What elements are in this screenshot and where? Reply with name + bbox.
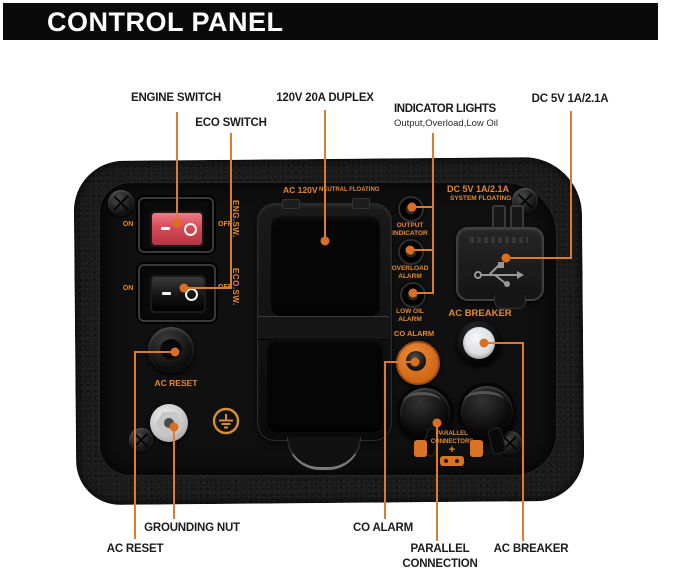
overload-alarm-light bbox=[398, 239, 424, 265]
label-ac-breaker: AC BREAKER bbox=[493, 543, 569, 555]
callout-dot bbox=[179, 283, 189, 293]
label-duplex: 120V 20A DUPLEX bbox=[276, 92, 374, 104]
callout-line-dc bbox=[506, 257, 572, 259]
label-eco-switch: ECO SWITCH bbox=[195, 117, 267, 129]
label-parallel-line2: CONNECTION bbox=[402, 558, 478, 570]
label-indicator-lights-sub: Output,Overload,Low Oil bbox=[394, 118, 499, 129]
callout-line-indicators bbox=[413, 206, 434, 208]
ground-icon bbox=[212, 407, 240, 435]
label-dc: DC 5V 1A/2.1A bbox=[531, 93, 609, 105]
system-floating-print: SYSTEM FLOATING bbox=[450, 195, 512, 202]
engine-off-label: OFF bbox=[218, 221, 232, 228]
callout-dot bbox=[407, 202, 417, 212]
label-co-alarm: CO ALARM bbox=[353, 522, 413, 534]
eco-on-label: ON bbox=[122, 285, 134, 292]
rocker-on-symbol bbox=[162, 292, 171, 295]
co-alarm-print: CO ALARM bbox=[393, 329, 435, 338]
parallel-print-line2: CONNECTORS bbox=[430, 439, 474, 445]
callout-line-ac-breaker bbox=[522, 342, 524, 541]
plus-sign: + bbox=[448, 444, 456, 456]
engine-on-label: ON bbox=[122, 221, 134, 228]
inverter-icon bbox=[414, 440, 427, 457]
callout-dot bbox=[405, 245, 415, 255]
callout-dot bbox=[479, 338, 489, 348]
callout-dot bbox=[408, 288, 418, 298]
label-grounding-nut: GROUNDING NUT bbox=[144, 522, 240, 534]
grounding-nut-hole bbox=[164, 418, 174, 428]
callout-dot bbox=[169, 422, 179, 432]
parallel-print-line1: PARALLEL bbox=[436, 431, 468, 437]
callout-dot bbox=[432, 418, 442, 428]
knob-bail-handle bbox=[403, 392, 441, 411]
rocker-on-symbol bbox=[161, 227, 170, 230]
screw-icon bbox=[108, 190, 134, 216]
label-indicator-lights: INDICATOR LIGHTS bbox=[394, 103, 496, 115]
engine-switch-side-label: ENG.SW. bbox=[231, 200, 240, 238]
usb-cover-emboss bbox=[470, 237, 528, 243]
callout-dot bbox=[172, 218, 182, 228]
callout-line-indicators bbox=[432, 133, 434, 294]
callout-line-co-alarm bbox=[384, 361, 386, 519]
callout-dot bbox=[170, 347, 180, 357]
outlet-hinge-clip bbox=[282, 199, 300, 209]
label-engine-switch: ENGINE SWITCH bbox=[130, 92, 222, 104]
rocker-off-symbol bbox=[185, 288, 198, 301]
callout-dot bbox=[410, 357, 420, 367]
rocker-off-symbol bbox=[184, 223, 197, 236]
callout-line-engine-switch bbox=[176, 112, 178, 222]
outlet-bottom-window bbox=[267, 338, 383, 432]
usb-icon bbox=[474, 262, 524, 287]
callout-line-eco-switch bbox=[183, 287, 232, 289]
callout-line-duplex bbox=[324, 110, 326, 241]
callout-line-dc bbox=[570, 111, 572, 258]
callout-line-ac-breaker bbox=[484, 342, 524, 344]
usb-port-cover[interactable] bbox=[456, 227, 544, 301]
co-alarm-button[interactable] bbox=[396, 341, 440, 385]
knob-bail-handle bbox=[464, 391, 504, 410]
outlet-hinge-clip bbox=[352, 198, 370, 209]
eco-switch[interactable] bbox=[150, 275, 206, 313]
inverter-icon bbox=[470, 440, 483, 457]
callout-line-indicators bbox=[411, 249, 434, 251]
page-title: CONTROL PANEL bbox=[47, 7, 284, 37]
callout-line-parallel bbox=[436, 423, 438, 541]
ac-120v-print: AC 120V bbox=[283, 185, 318, 195]
neutral-floating-print: NEUTRAL FLOATING bbox=[319, 187, 380, 193]
callout-line-ac-reset bbox=[134, 351, 136, 539]
callout-line-ac-reset bbox=[135, 351, 175, 353]
battery-icon bbox=[440, 456, 464, 466]
ac-reset-print: AC RESET bbox=[154, 378, 198, 388]
callout-line-grounding-nut bbox=[173, 427, 175, 519]
dc-5v-print: DC 5V 1A/2.1A bbox=[447, 184, 510, 194]
ac-breaker-print: AC BREAKER bbox=[448, 308, 512, 319]
label-ac-reset: AC RESET bbox=[106, 543, 164, 555]
title-bar: CONTROL PANEL bbox=[3, 3, 658, 40]
screw-icon bbox=[129, 428, 153, 452]
eco-switch-side-label: ECO.SW. bbox=[231, 268, 240, 306]
label-parallel-line1: PARALLEL bbox=[410, 543, 470, 555]
callout-line-co-alarm bbox=[385, 361, 415, 363]
outlet-flap-ridge bbox=[258, 316, 389, 340]
usb-cover-tab bbox=[494, 295, 526, 309]
callout-line-indicators bbox=[414, 292, 434, 294]
callout-dot bbox=[320, 236, 330, 246]
callout-dot bbox=[501, 253, 511, 263]
callout-line-eco-switch bbox=[230, 133, 232, 288]
